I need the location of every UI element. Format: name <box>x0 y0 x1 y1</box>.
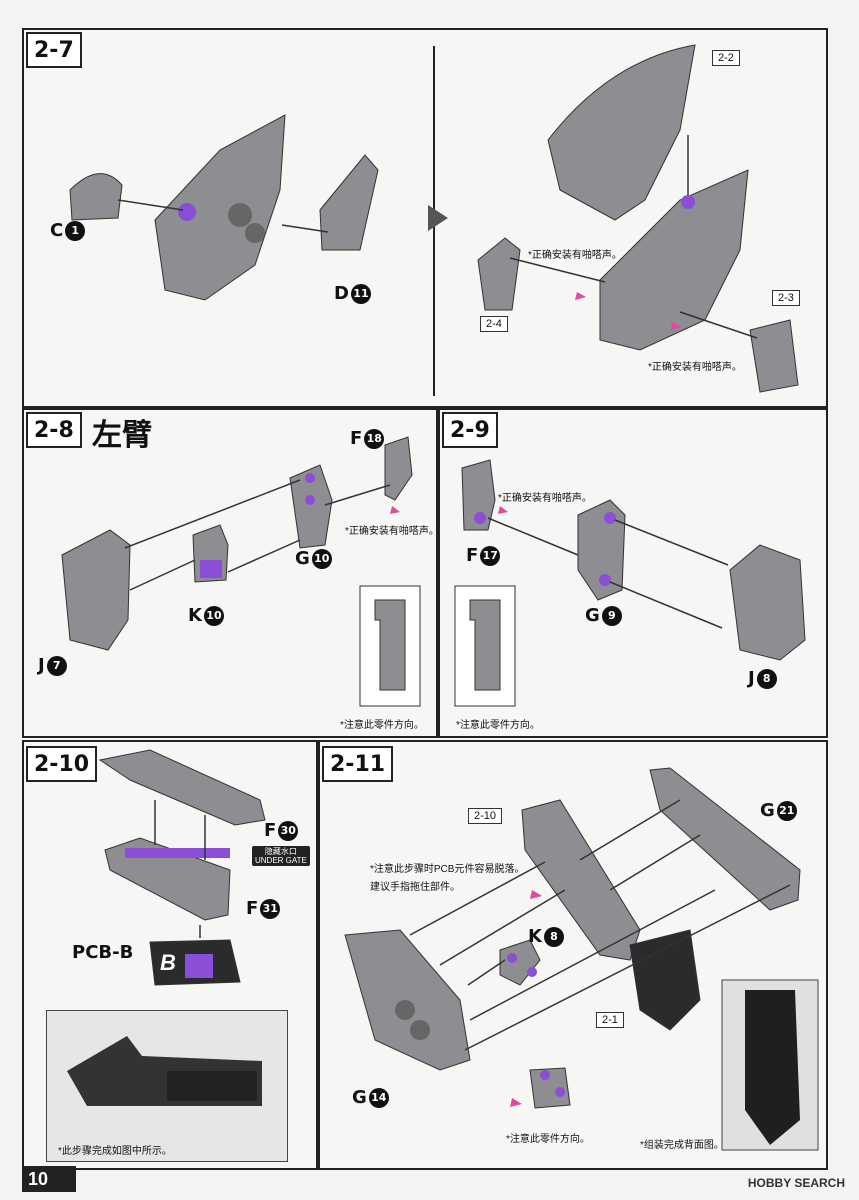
note-pcb-warning: *注意此步骤时PCB元件容易脱落。 <box>370 864 525 875</box>
step-label-2-10: 2-10 <box>26 746 98 782</box>
step-label-2-7: 2-7 <box>26 32 82 68</box>
part-label-pcb-b: PCB-B <box>72 942 134 963</box>
subref-2-2: 2-2 <box>712 50 740 66</box>
watermark: HOBBY SEARCH <box>747 1176 845 1190</box>
note-click-1: *正确安装有啪嗒声。 <box>528 250 622 261</box>
note-orientation-2: *注意此零件方向。 <box>456 720 540 731</box>
note-back-view: *组装完成背面图。 <box>640 1140 724 1151</box>
note-orientation-1: *注意此零件方向。 <box>340 720 424 731</box>
subref-2-10: 2-10 <box>468 808 503 824</box>
pcb-letter: B <box>160 950 176 975</box>
subref-2-1: 2-1 <box>596 1012 624 1028</box>
subref-2-3: 2-3 <box>772 290 800 306</box>
step-label-2-9: 2-9 <box>442 412 498 448</box>
step-2-10-photo <box>46 1010 288 1162</box>
subref-2-4: 2-4 <box>480 316 508 332</box>
step-2-8-title: 左臂 <box>92 418 152 453</box>
note-click-2: *正确安装有啪嗒声。 <box>648 362 742 373</box>
note-click-4: *正确安装有啪嗒声。 <box>498 493 592 504</box>
note-finger-hold: 建议手指拖住部件。 <box>370 882 460 893</box>
note-complete: *此步骤完成如图中所示。 <box>58 1146 172 1157</box>
note-orientation-3: *注意此零件方向。 <box>506 1134 590 1145</box>
note-click-3: *正确安装有啪嗒声。 <box>345 526 439 537</box>
page-number: 10 <box>22 1166 76 1192</box>
step-label-2-8: 2-8 <box>26 412 82 448</box>
step-label-2-11: 2-11 <box>322 746 394 782</box>
